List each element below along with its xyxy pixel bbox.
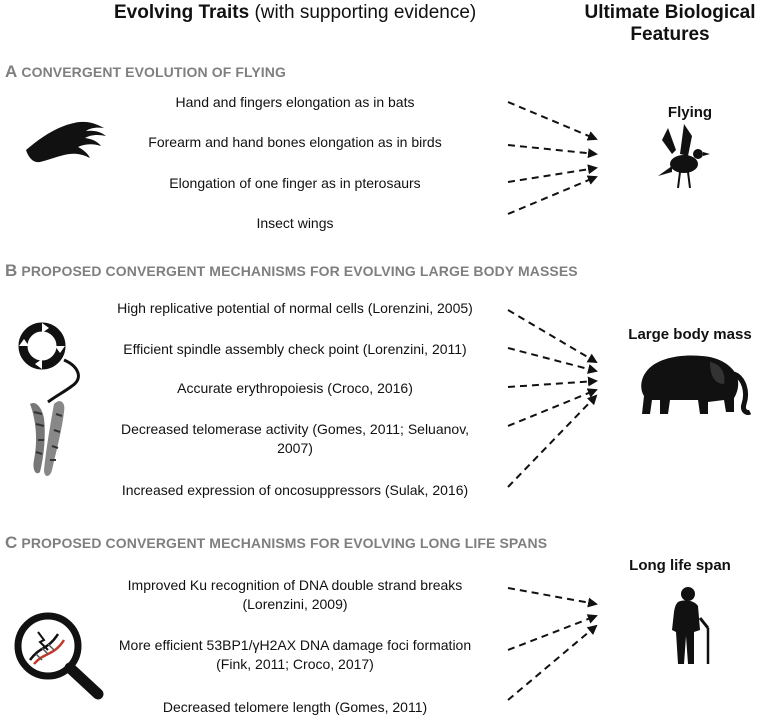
trait-a-4: Insect wings — [256, 215, 334, 231]
section-b-letter: B — [5, 261, 18, 280]
section-a-letter: A — [5, 62, 18, 81]
feature-long-life-span: Long life span — [629, 557, 731, 574]
magnifier-dna-icon — [14, 612, 104, 700]
arrow-c-2 — [507, 614, 598, 651]
header-left-subtitle: (with supporting evidence) — [254, 2, 477, 23]
arrow-b-2 — [507, 347, 598, 374]
trait-b-1: High replicative potential of normal cel… — [117, 300, 473, 316]
bird-silhouette-icon — [658, 124, 710, 189]
arrow-b-1 — [507, 309, 598, 364]
header-ultimate-features: Ultimate Biological Features — [584, 2, 756, 45]
trait-a-2: Forearm and hand bones elongation as in … — [148, 134, 442, 150]
trait-c-2: More efficient 53BP1/γH2AX DNA damage fo… — [118, 637, 472, 672]
section-c-letter: C — [5, 533, 18, 552]
arrow-c-3 — [507, 624, 598, 701]
section-b-label: PROPOSED CONVERGENT MECHANISMS FOR EVOLV… — [21, 263, 578, 279]
arrow-c-1 — [507, 587, 598, 608]
trait-b-2: Efficient spindle assembly check point (… — [123, 341, 467, 357]
arrow-b-5 — [507, 394, 598, 488]
cell-cycle-chromosome-icon — [18, 322, 80, 476]
wing-silhouette-icon — [26, 121, 106, 163]
arrow-a-2 — [507, 144, 598, 159]
section-a-title: A CONVERGENT EVOLUTION OF FLYING — [5, 62, 286, 82]
arrows-section-b — [507, 309, 598, 488]
trait-a-1: Hand and fingers elongation as in bats — [175, 94, 415, 110]
trait-b-3: Accurate erythropoiesis (Croco, 2016) — [177, 380, 413, 396]
trait-c-3: Decreased telomere length (Gomes, 2011) — [162, 699, 428, 715]
arrow-a-3 — [507, 164, 598, 183]
section-a-label: CONVERGENT EVOLUTION OF FLYING — [21, 64, 287, 80]
section-b-title: B PROPOSED CONVERGENT MECHANISMS FOR EVO… — [5, 261, 578, 281]
header-left-title: Evolving Traits — [114, 2, 250, 23]
section-c-label: PROPOSED CONVERGENT MECHANISMS FOR EVOLV… — [21, 535, 548, 551]
arrow-a-1 — [507, 101, 598, 141]
trait-b-4: Decreased telomerase activity (Gomes, 20… — [120, 421, 470, 456]
trait-a-3: Elongation of one finger as in pterosaur… — [169, 175, 421, 191]
arrow-b-3 — [507, 376, 598, 388]
arrow-b-4 — [507, 388, 598, 427]
arrow-a-4 — [507, 175, 598, 215]
elephant-silhouette-icon — [641, 355, 752, 415]
trait-b-5: Increased expression of oncosuppressors … — [121, 482, 469, 498]
trait-c-1: Improved Ku recognition of DNA double st… — [127, 577, 463, 612]
arrows-section-c — [507, 587, 598, 701]
section-c-title: C PROPOSED CONVERGENT MECHANISMS FOR EVO… — [5, 533, 547, 553]
arrows-section-a — [507, 101, 598, 215]
feature-flying: Flying — [667, 104, 713, 121]
header-evolving-traits: Evolving Traits (with supporting evidenc… — [114, 2, 476, 24]
feature-large-body-mass: Large body mass — [628, 326, 752, 343]
elderly-person-silhouette-icon — [672, 587, 710, 664]
